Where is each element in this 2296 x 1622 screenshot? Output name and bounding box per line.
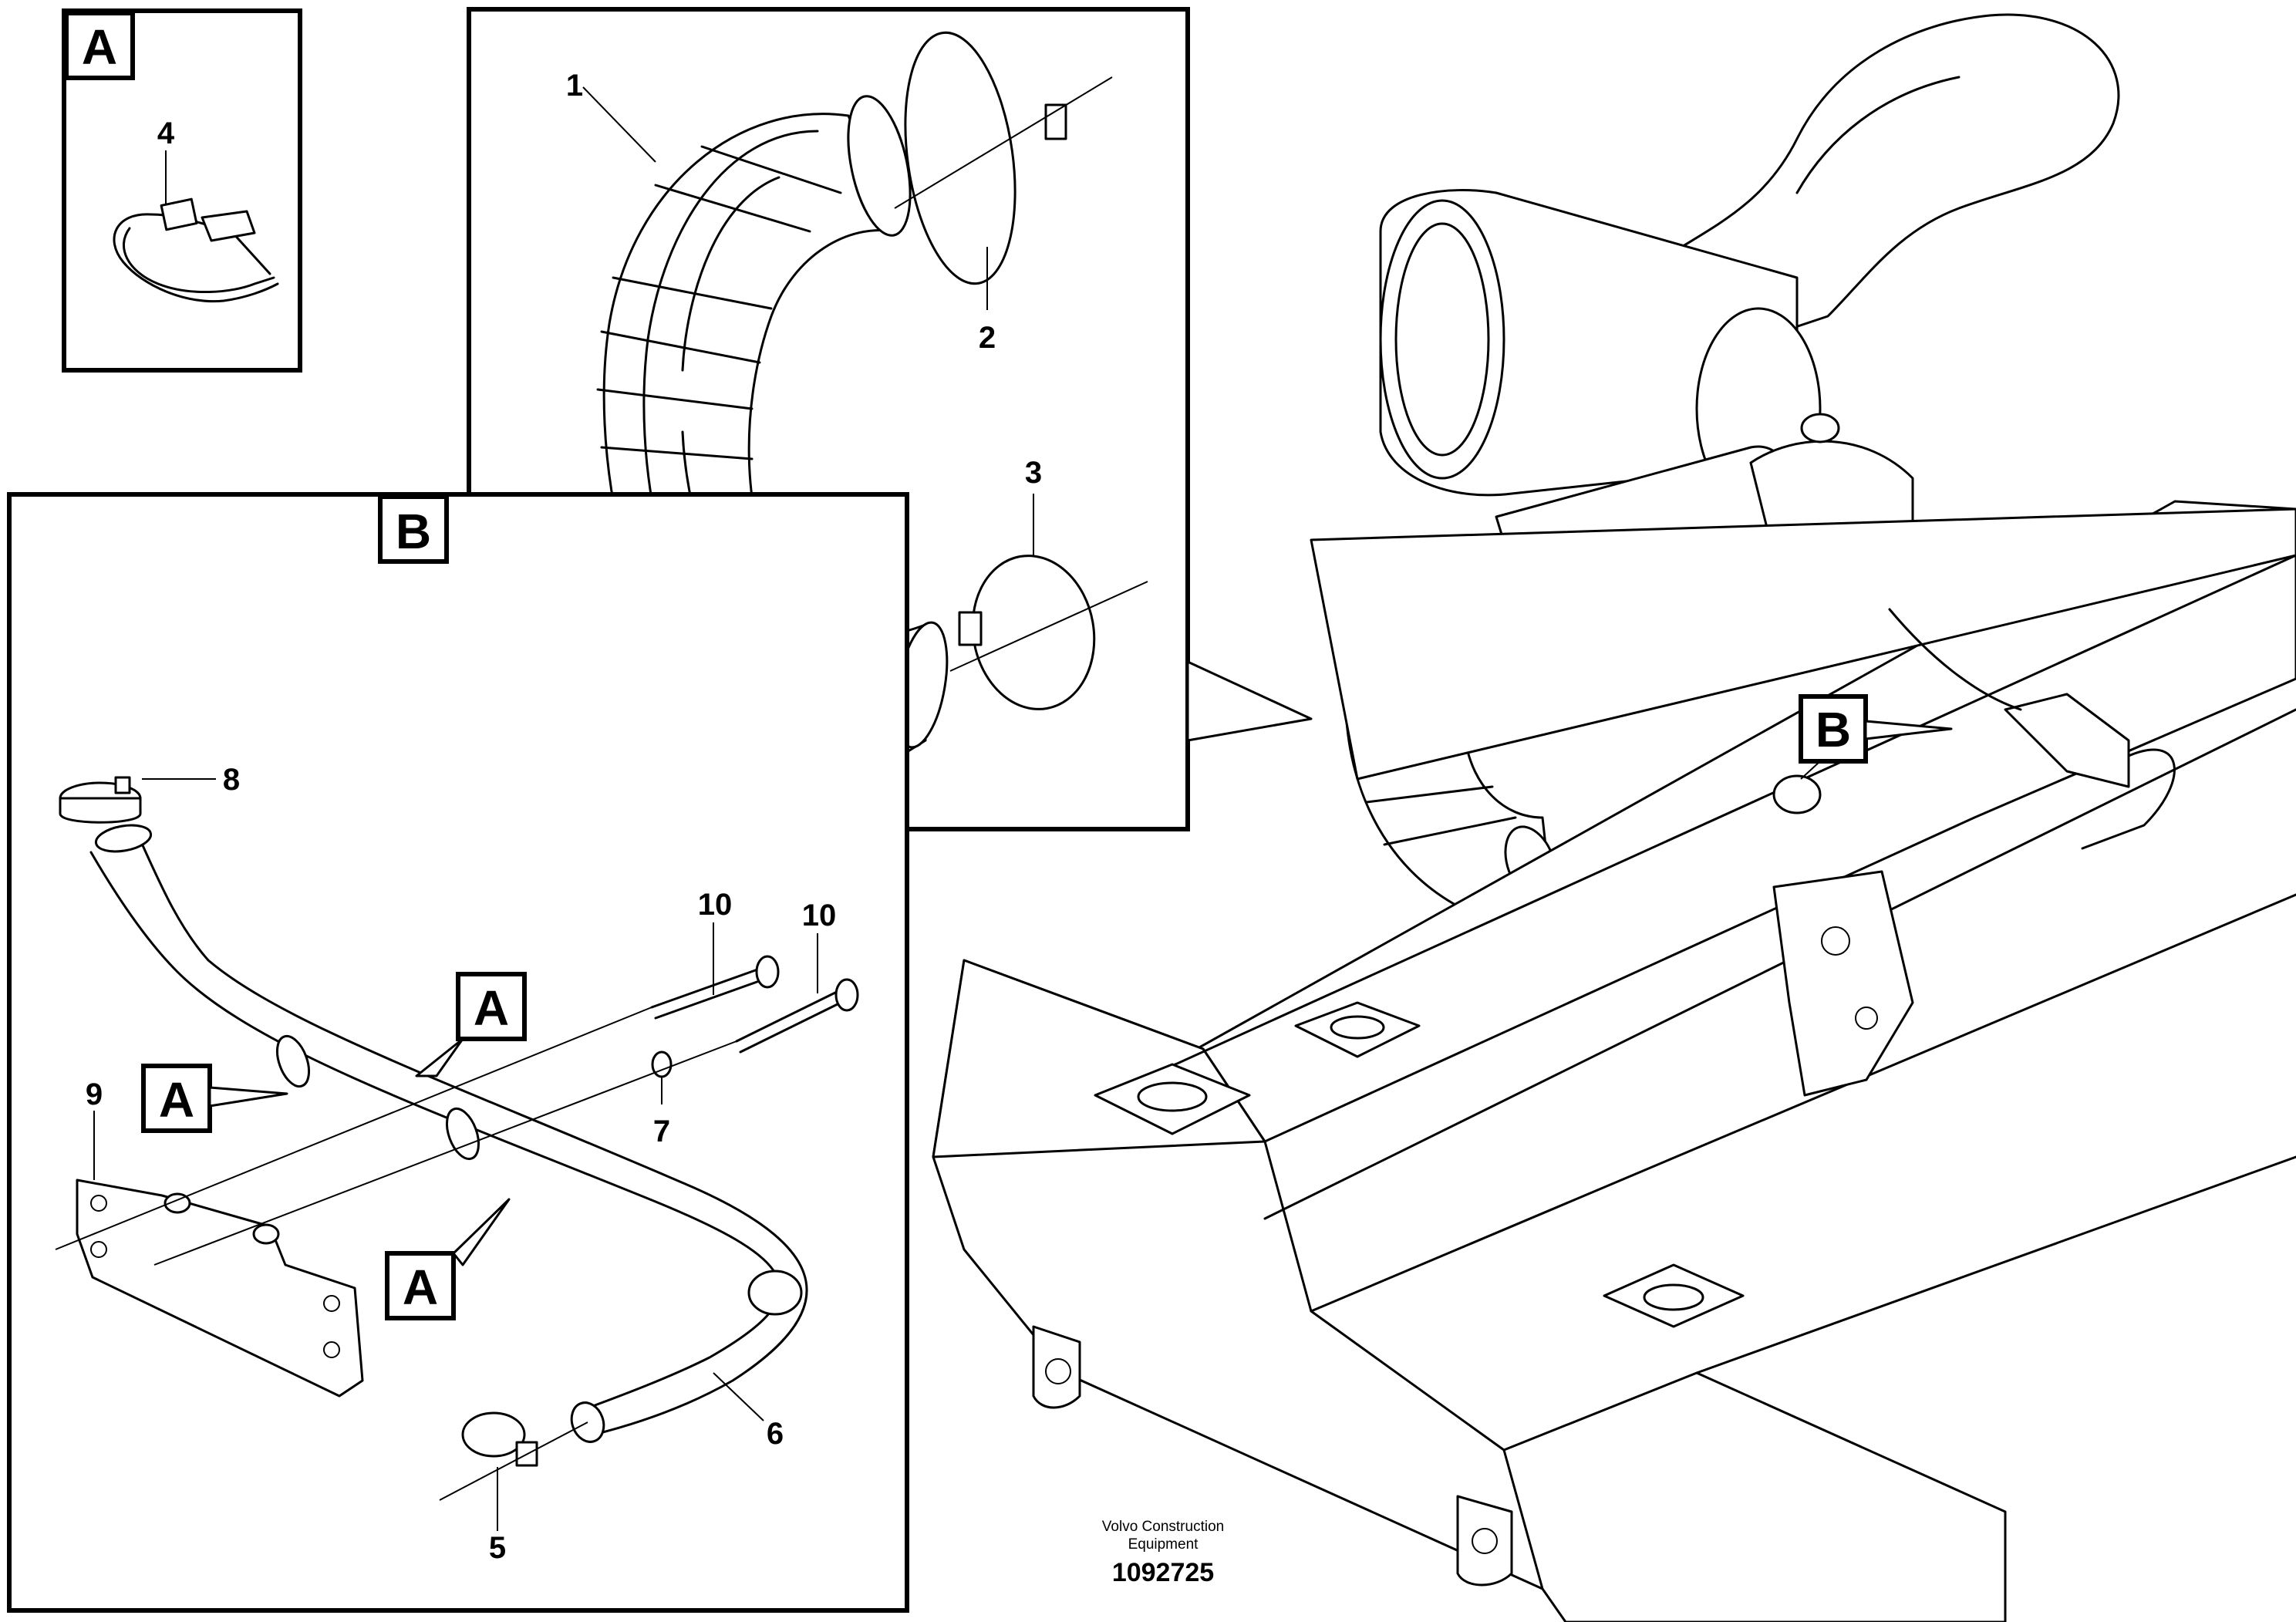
svg-text:B: B (1816, 702, 1851, 757)
callout-2: 2 (979, 321, 996, 355)
callout-10-right: 10 (802, 899, 837, 932)
bolts (650, 955, 859, 1078)
callout-1: 1 (566, 69, 583, 103)
detail-b-letter: B (396, 504, 431, 559)
credit-line-1: Volvo Construction (1102, 1519, 1224, 1535)
callout-5: 5 (489, 1531, 506, 1565)
drawing-number: 1092725 (1112, 1558, 1214, 1587)
callout-10-left: 10 (698, 888, 733, 922)
callout-4: 4 (157, 116, 175, 150)
ref-a-box-2: A (141, 1064, 288, 1133)
pipe (89, 824, 808, 1443)
ref-a-box-3: A (385, 1198, 511, 1320)
ref-a-box-1: A (415, 972, 527, 1077)
ref-b-box: B (1799, 694, 1953, 780)
svg-text:A: A (159, 1072, 194, 1128)
svg-text:A: A (403, 1259, 438, 1315)
credit-line-2: Equipment (1128, 1536, 1199, 1553)
callout-7: 7 (653, 1114, 670, 1148)
hose-clamp-upper (894, 31, 1113, 285)
main-assembly (932, 13, 2296, 1622)
svg-text:A: A (474, 980, 509, 1036)
hose-clamp-small (439, 1411, 588, 1501)
pipe-cap (59, 776, 142, 824)
hose-clamp-lower (949, 555, 1148, 710)
callout-6: 6 (767, 1417, 784, 1451)
credit-block: Volvo Construction Equipment 1092725 (1102, 1519, 1224, 1587)
detail-b-panel: B 8 10 10 7 (7, 492, 909, 1613)
detail-a-panel: A 4 (62, 8, 302, 373)
detail-a-letter: A (82, 19, 117, 75)
cable-tie (113, 197, 279, 303)
callout-3: 3 (1025, 456, 1042, 490)
callout-9: 9 (86, 1077, 103, 1111)
bracket (55, 1007, 737, 1398)
callout-8: 8 (223, 763, 240, 797)
detail-pointer (1186, 660, 1313, 742)
